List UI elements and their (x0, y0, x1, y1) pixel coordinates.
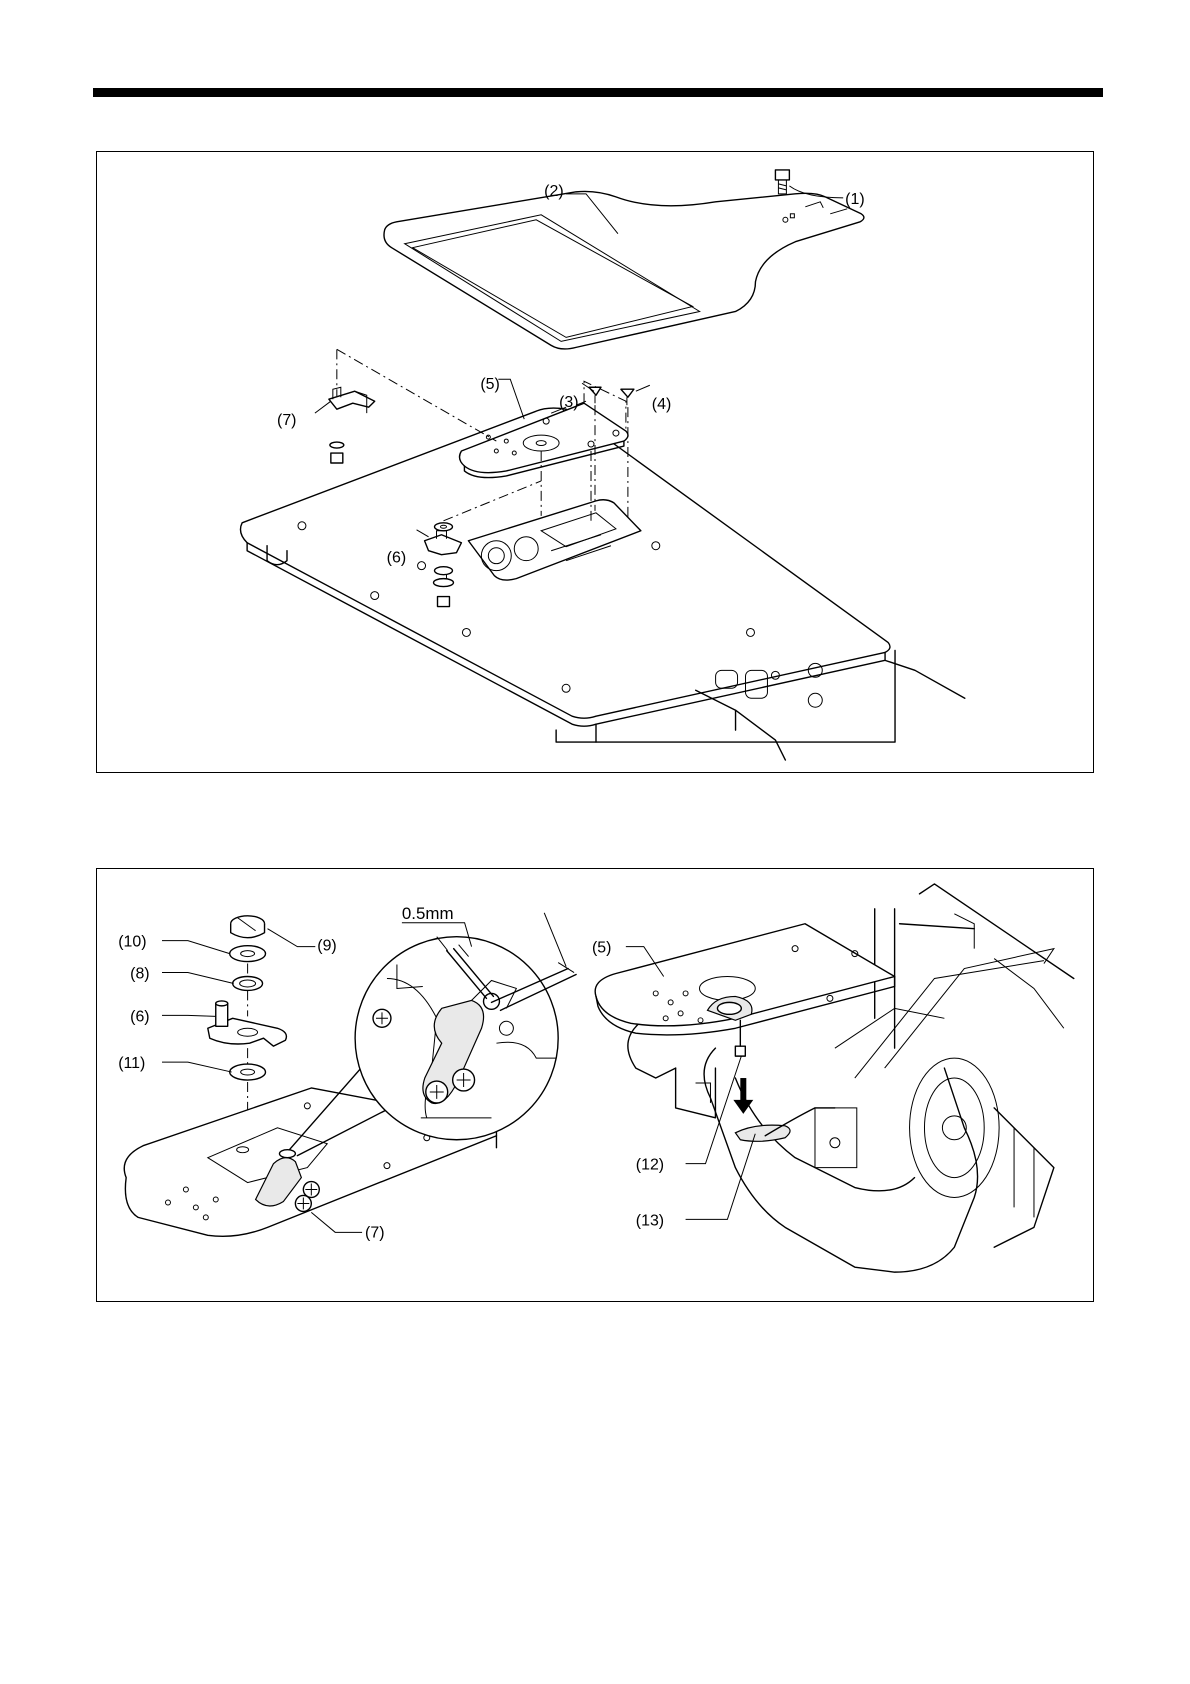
label-5: (5) (480, 376, 499, 393)
dimension-label: 0.5mm (402, 904, 454, 923)
top-rule (93, 88, 1103, 97)
detail-views-drawing: 0.5mm (97, 869, 1093, 1301)
label-13: (13) (636, 1212, 664, 1229)
label-8: (8) (130, 965, 149, 982)
label-7: (7) (277, 412, 296, 429)
label-12: (12) (636, 1157, 664, 1174)
figure-exploded-view: (2) (1) (5) (3) (4) (7) (6) (96, 151, 1094, 773)
retainer-6-detail (208, 1001, 287, 1046)
label-4: (4) (652, 396, 671, 413)
label-6: (6) (387, 550, 406, 567)
label-11: (11) (118, 1055, 145, 1072)
label-7: (7) (365, 1224, 384, 1241)
washer-11 (230, 1064, 266, 1080)
washer-10 (230, 946, 266, 962)
washer-8 (233, 977, 263, 991)
screw-1 (775, 170, 789, 194)
label-5: (5) (592, 940, 611, 957)
magnified-detail (355, 937, 558, 1140)
label-2: (2) (544, 183, 563, 200)
screw-9 (231, 916, 265, 938)
label-6: (6) (130, 1008, 149, 1025)
machine-assembly-right (628, 884, 1074, 1272)
figure-detail-views: 0.5mm (96, 868, 1094, 1302)
cover-plate-2 (384, 191, 864, 349)
label-1: (1) (845, 191, 864, 208)
label-10: (10) (118, 934, 146, 951)
label-3: (3) (559, 394, 578, 411)
throat-plate-right (595, 924, 894, 1056)
bed-plate (240, 408, 964, 760)
exploded-view-drawing: (2) (1) (5) (3) (4) (7) (6) (97, 152, 1093, 772)
lever-7 (329, 387, 375, 463)
screw-4 (621, 389, 634, 405)
label-9: (9) (317, 938, 336, 955)
